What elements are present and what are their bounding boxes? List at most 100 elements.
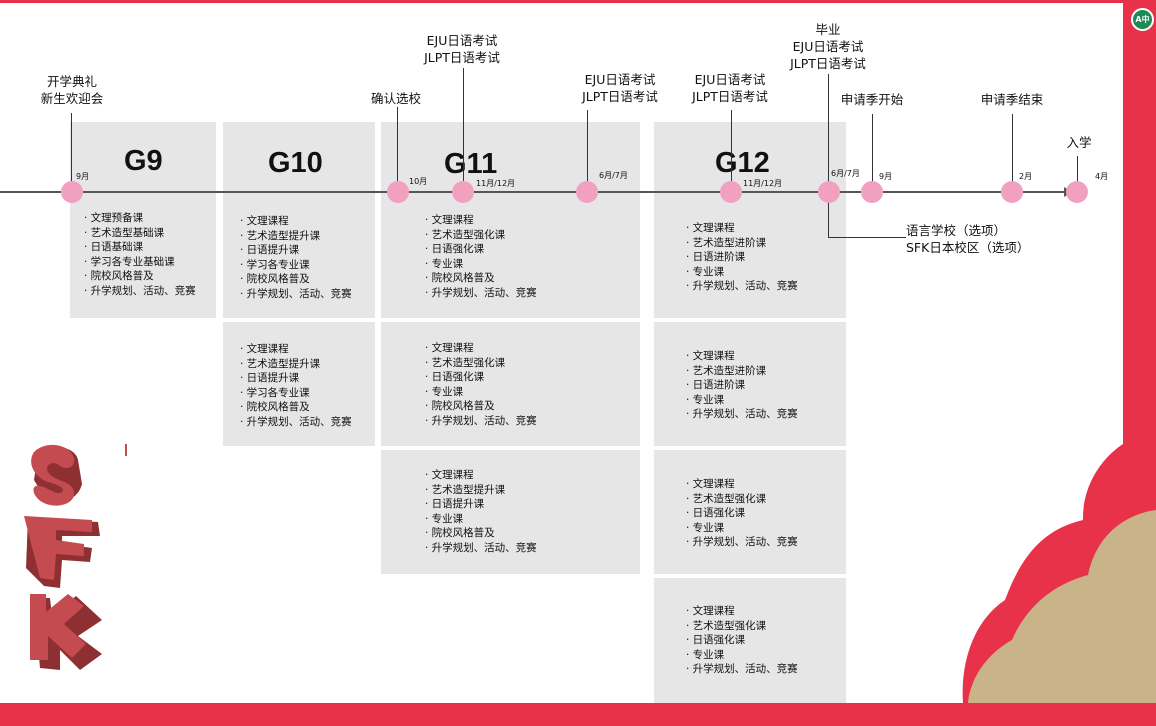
text-line: · 文理课程 (686, 350, 735, 362)
timeline-dot-oct (387, 181, 409, 203)
logo-tick (125, 444, 127, 456)
month-label: 6月/7月 (831, 169, 860, 178)
text-line: · 日语强化课 (425, 371, 485, 384)
text-line: · 升学规划、活动、竞赛 (425, 414, 537, 427)
translate-icon[interactable]: A中 (1131, 8, 1154, 31)
text-line: · 升学规划、活动、竞赛 (686, 280, 798, 293)
timeline-dot-junjul-2 (818, 181, 840, 203)
text-line: · 院校风格普及 (425, 527, 495, 540)
month-label: 10月 (409, 177, 428, 186)
text-line: · 专业课 (425, 512, 464, 525)
text-line: · 学习各专业基础课 (84, 255, 175, 268)
text-line: · 艺术造型基础课 (84, 226, 165, 239)
text-line: · 艺术造型强化课 (425, 356, 506, 369)
month-label: 9月 (879, 172, 893, 181)
text-line: 申请季结束 (980, 92, 1044, 107)
logo-letter-f (24, 516, 100, 588)
connector-exam2 (587, 110, 589, 181)
grade-label-g10: G10 (268, 147, 323, 179)
connector-exam1 (463, 68, 465, 181)
g10-box-2 (223, 322, 375, 446)
text-line: · 日语提升课 (240, 244, 300, 257)
text-line: · 升学规划、活动、竞赛 (686, 408, 798, 421)
logo-letter-k (30, 594, 102, 670)
event-exam-3: EJU日语考试 JLPT日语考试 (678, 71, 782, 105)
month-label: 6月/7月 (599, 171, 628, 180)
text-line: · 日语基础课 (84, 241, 144, 254)
course-list-g12-2: · 文理课程· 艺术造型进阶课· 日语进阶课· 专业课· 升学规划、活动、竞赛 (686, 349, 798, 422)
text-line: · 院校风格普及 (240, 273, 310, 286)
connector-exam3 (731, 110, 733, 181)
text-line: · 艺术造型强化课 (686, 619, 767, 632)
event-enroll: 入学 (1056, 134, 1102, 151)
course-list-g10-1: · 文理课程 · 艺术造型提升课 · 日语提升课· 学习各专业课 · 院校风格普及· … (240, 214, 352, 302)
text-line: · 院校风格普及 (84, 270, 154, 283)
text-line: · 日语强化课 (686, 507, 746, 520)
text-line: · 升学规划、活动、竞赛 (240, 287, 352, 300)
timeline-dot-feb (1001, 181, 1023, 203)
text-line: · 文理课程 (686, 222, 735, 234)
text-line: · 学习各专业课 (240, 258, 310, 271)
month-label: 2月 (1019, 172, 1033, 181)
bottom-border (0, 703, 1156, 726)
text-line: · 文理课程 (240, 215, 289, 227)
text-line: · 院校风格普及 (425, 272, 495, 285)
text-line: · 升学规划、活动、竞赛 (686, 663, 798, 676)
timeline-dot-novdec (452, 181, 474, 203)
text-line: JLPT日语考试 (582, 89, 658, 104)
course-list-g12-3: · 文理课程· 艺术造型强化课· 日语强化课· 专业课· 升学规划、活动、竞赛 (686, 477, 798, 550)
text-line: · 日语进阶课 (686, 379, 746, 392)
text-line: JLPT日语考试 (790, 56, 866, 71)
text-line: SFK日本校区（选项） (906, 240, 1030, 255)
sfk-logo (24, 444, 127, 670)
text-line: · 专业课 (686, 265, 725, 278)
text-line: · 艺术造型提升课 (240, 229, 321, 242)
g10-box-1 (223, 122, 375, 318)
text-line: 申请季开始 (840, 92, 904, 107)
course-list-g12-4: · 文理课程· 艺术造型强化课· 日语强化课· 专业课· 升学规划、活动、竞赛 (686, 604, 798, 677)
g11-box-2 (381, 322, 640, 446)
grade-label-g12: G12 (715, 147, 770, 179)
g11-box-1 (381, 122, 640, 318)
text-line: · 艺术造型提升课 (240, 357, 321, 370)
event-choose-school: 确认选校 (358, 90, 434, 107)
connector-lang-school (828, 237, 906, 239)
timeline-dot-junjul (576, 181, 598, 203)
connector-apply-end (1012, 114, 1014, 182)
timeline-axis (0, 191, 1066, 193)
text-line: · 艺术造型提升课 (425, 483, 506, 496)
course-list-g10-2: · 文理课程· 艺术造型提升课· 日语提升课· 学习各专业课· 院校风格普及· … (240, 342, 352, 430)
text-line: · 文理课程 (425, 469, 474, 481)
g12-box-4 (654, 578, 846, 703)
text-line: · 升学规划、活动、竞赛 (425, 541, 537, 554)
connector-apply-start (872, 114, 874, 182)
month-label: 9月 (76, 172, 90, 181)
g11-box-3 (381, 450, 640, 574)
grade-label-g11: G11 (444, 148, 498, 180)
text-line: · 文理课程 (425, 214, 474, 226)
text-line: EJU日语考试 (584, 72, 656, 87)
event-language-school: 语言学校（选项）SFK日本校区（选项） (906, 222, 1040, 256)
text-line: · 文理课程 (240, 343, 289, 355)
g12-box-3 (654, 450, 846, 574)
g9-box (70, 122, 216, 318)
text-line: · 日语强化课 (425, 243, 485, 256)
course-list-g12-1: · 文理课程· 艺术造型进阶课· 日语进阶课· 专业课· 升学规划、活动、竞赛 (686, 221, 798, 294)
text-line: 开学典礼 (46, 74, 97, 89)
event-apply-end: 申请季结束 (968, 91, 1056, 108)
text-line: JLPT日语考试 (692, 89, 768, 104)
g12-box-2 (654, 322, 846, 446)
event-opening: 开学典礼新生欢迎会 (30, 73, 114, 107)
text-line: · 专业课 (686, 521, 725, 534)
text-line: · 专业课 (686, 648, 725, 661)
text-line: · 文理课程 (686, 605, 735, 617)
text-line: · 升学规划、活动、竞赛 (425, 286, 537, 299)
text-line: · 专业课 (425, 257, 464, 270)
grade-label-g9: G9 (124, 145, 163, 177)
connector-graduation (828, 74, 830, 238)
text-line: EJU日语考试 (426, 33, 498, 48)
text-line: · 日语提升课 (425, 498, 485, 511)
text-line: EJU日语考试 (694, 72, 766, 87)
